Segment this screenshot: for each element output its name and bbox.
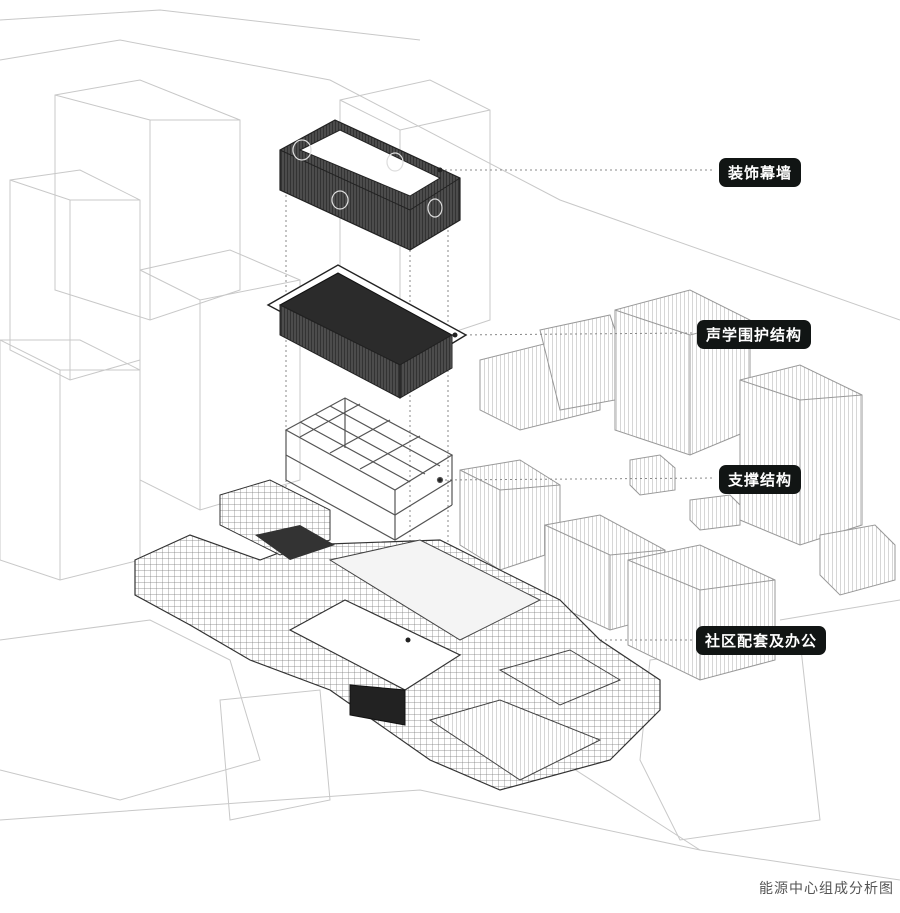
decorative-facade-layer [279,119,461,251]
figure-caption: 能源中心组成分析图 [759,881,894,897]
label-decorative-facade: 装饰幕墙 [719,158,802,187]
support-structure-layer [284,397,454,541]
label-community-office: 社区配套及办公 [696,626,827,655]
community-office-layer [134,479,661,791]
context-buildings [0,9,900,881]
acoustic-enclosure-layer [266,264,468,399]
label-support-structure: 支撑结构 [719,465,802,494]
right-context-buildings [459,289,896,681]
label-acoustic-enclosure: 声学围护结构 [697,320,812,349]
